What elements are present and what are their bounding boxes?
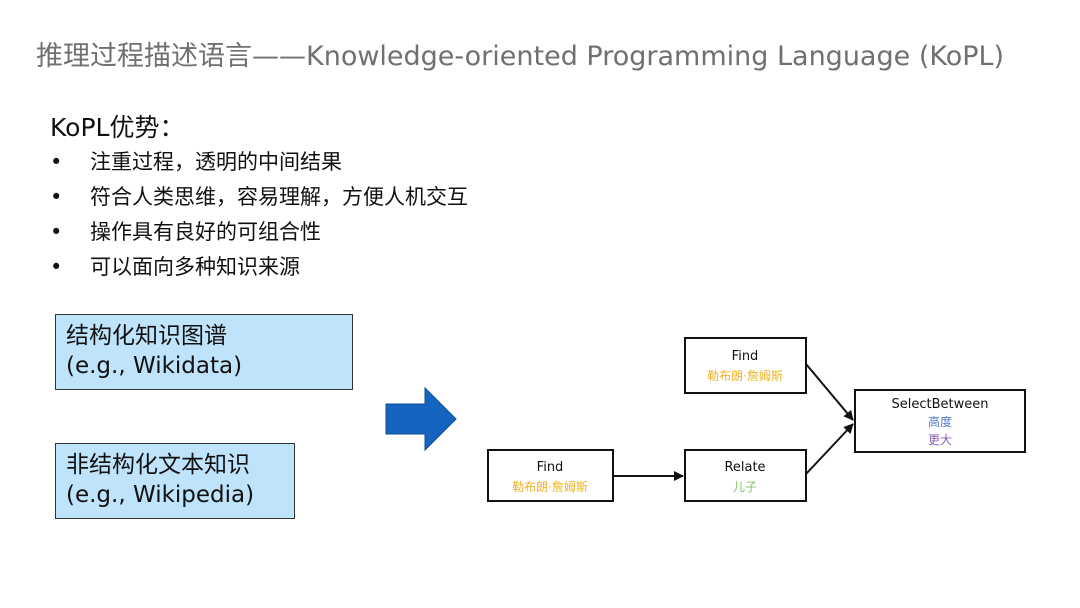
find-node-bottom-arg: 勒布朗·詹姆斯: [512, 480, 588, 494]
advantage-item: •符合人类思维，容易理解，方便人机交互: [50, 185, 468, 209]
advantage-item: •注重过程，透明的中间结果: [50, 150, 342, 174]
find-node-top: Find 勒布朗·詹姆斯: [684, 337, 807, 394]
find-node-bottom: Find 勒布朗·詹姆斯: [487, 449, 614, 502]
structured-kg-label: 结构化知识图谱: [66, 323, 227, 349]
relate-node: Relate 儿子: [684, 449, 807, 502]
select-between-arg-compare: 更大: [928, 433, 952, 447]
structured-kg-example: (e.g., Wikidata): [66, 353, 243, 379]
relate-node-arg: 儿子: [733, 480, 757, 494]
bullet-icon: •: [50, 150, 63, 174]
edge-find-to-select: [805, 363, 854, 421]
bullet-icon: •: [50, 220, 63, 244]
advantage-item: •可以面向多种知识来源: [50, 255, 300, 279]
find-node-top-arg: 勒布朗·詹姆斯: [707, 369, 783, 383]
structured-kg-box: 结构化知识图谱 (e.g., Wikidata): [55, 314, 353, 390]
find-node-top-op: Find: [732, 349, 759, 364]
advantage-item: •操作具有良好的可组合性: [50, 220, 321, 244]
unstructured-text-box: 非结构化文本知识 (e.g., Wikipedia): [55, 443, 295, 519]
select-between-op: SelectBetween: [892, 397, 989, 412]
unstructured-text-label: 非结构化文本知识: [66, 452, 250, 478]
select-between-node: SelectBetween 高度 更大: [854, 389, 1026, 453]
select-between-arg-attr: 高度: [928, 414, 952, 429]
advantages-heading: KoPL优势：: [50, 113, 185, 142]
unstructured-text-example: (e.g., Wikipedia): [66, 482, 255, 508]
relate-node-op: Relate: [724, 460, 765, 475]
bullet-icon: •: [50, 255, 63, 279]
right-arrow-icon: [385, 386, 457, 452]
bullet-icon: •: [50, 185, 63, 209]
advantages-list: •注重过程，透明的中间结果 •符合人类思维，容易理解，方便人机交互 •操作具有良…: [50, 148, 468, 288]
edge-relate-to-select: [805, 423, 854, 475]
slide-title: 推理过程描述语言——Knowledge-oriented Programming…: [36, 41, 1005, 72]
find-node-bottom-op: Find: [537, 460, 564, 475]
